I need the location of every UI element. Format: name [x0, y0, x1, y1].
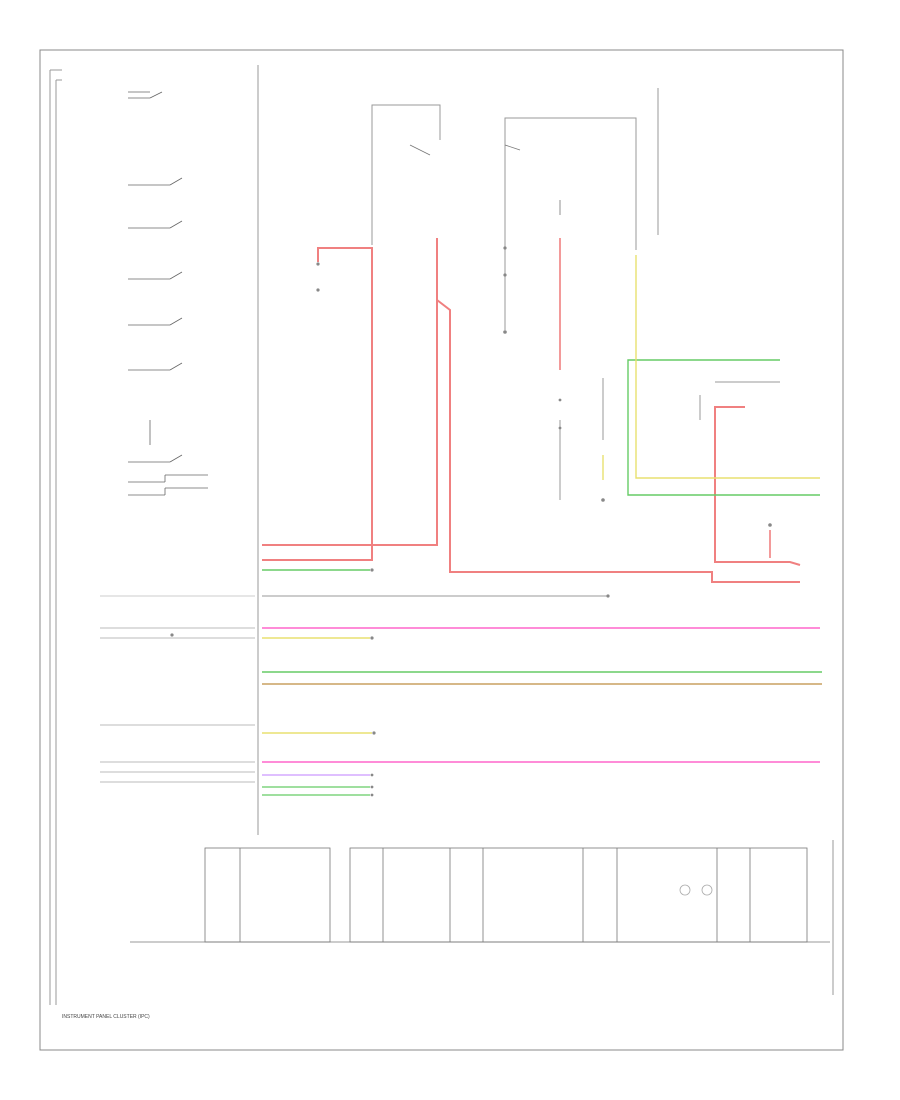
- wire-pink-d: [714, 406, 801, 566]
- gauge-switch-8: [128, 454, 183, 463]
- gauge-switch-2: [128, 177, 183, 186]
- wire-pink-a: [262, 247, 373, 561]
- wire-yellow-top: [635, 255, 820, 479]
- wire-green-top: [627, 359, 820, 496]
- ipc-gauge-row: [130, 840, 834, 995]
- connector-pins: [170, 246, 772, 797]
- top-fuse-feeds: [371, 88, 659, 250]
- green-yellow-wires: [262, 255, 820, 571]
- gauge-switch-9: [128, 474, 208, 496]
- ipc-footer-label: INSTRUMENT PANEL CLUSTER (IPC): [62, 1014, 150, 1020]
- wire-pink-b: [262, 238, 438, 546]
- gauge-switch-1: [128, 91, 163, 99]
- gauge-switch-3: [128, 220, 183, 229]
- pink-power-wires: [262, 238, 801, 583]
- gauge-switch-group: [128, 91, 208, 496]
- gray-signal-wires: [100, 245, 780, 597]
- gauge-switch-6: [128, 362, 183, 371]
- ipc-module-outline: [49, 65, 259, 1005]
- gauge-switch-4: [128, 271, 183, 280]
- gauge-switch-5: [128, 317, 183, 326]
- wire-pink-c: [436, 299, 800, 583]
- diagram-frame: [39, 49, 844, 1051]
- lower-harness-wires: [100, 627, 822, 796]
